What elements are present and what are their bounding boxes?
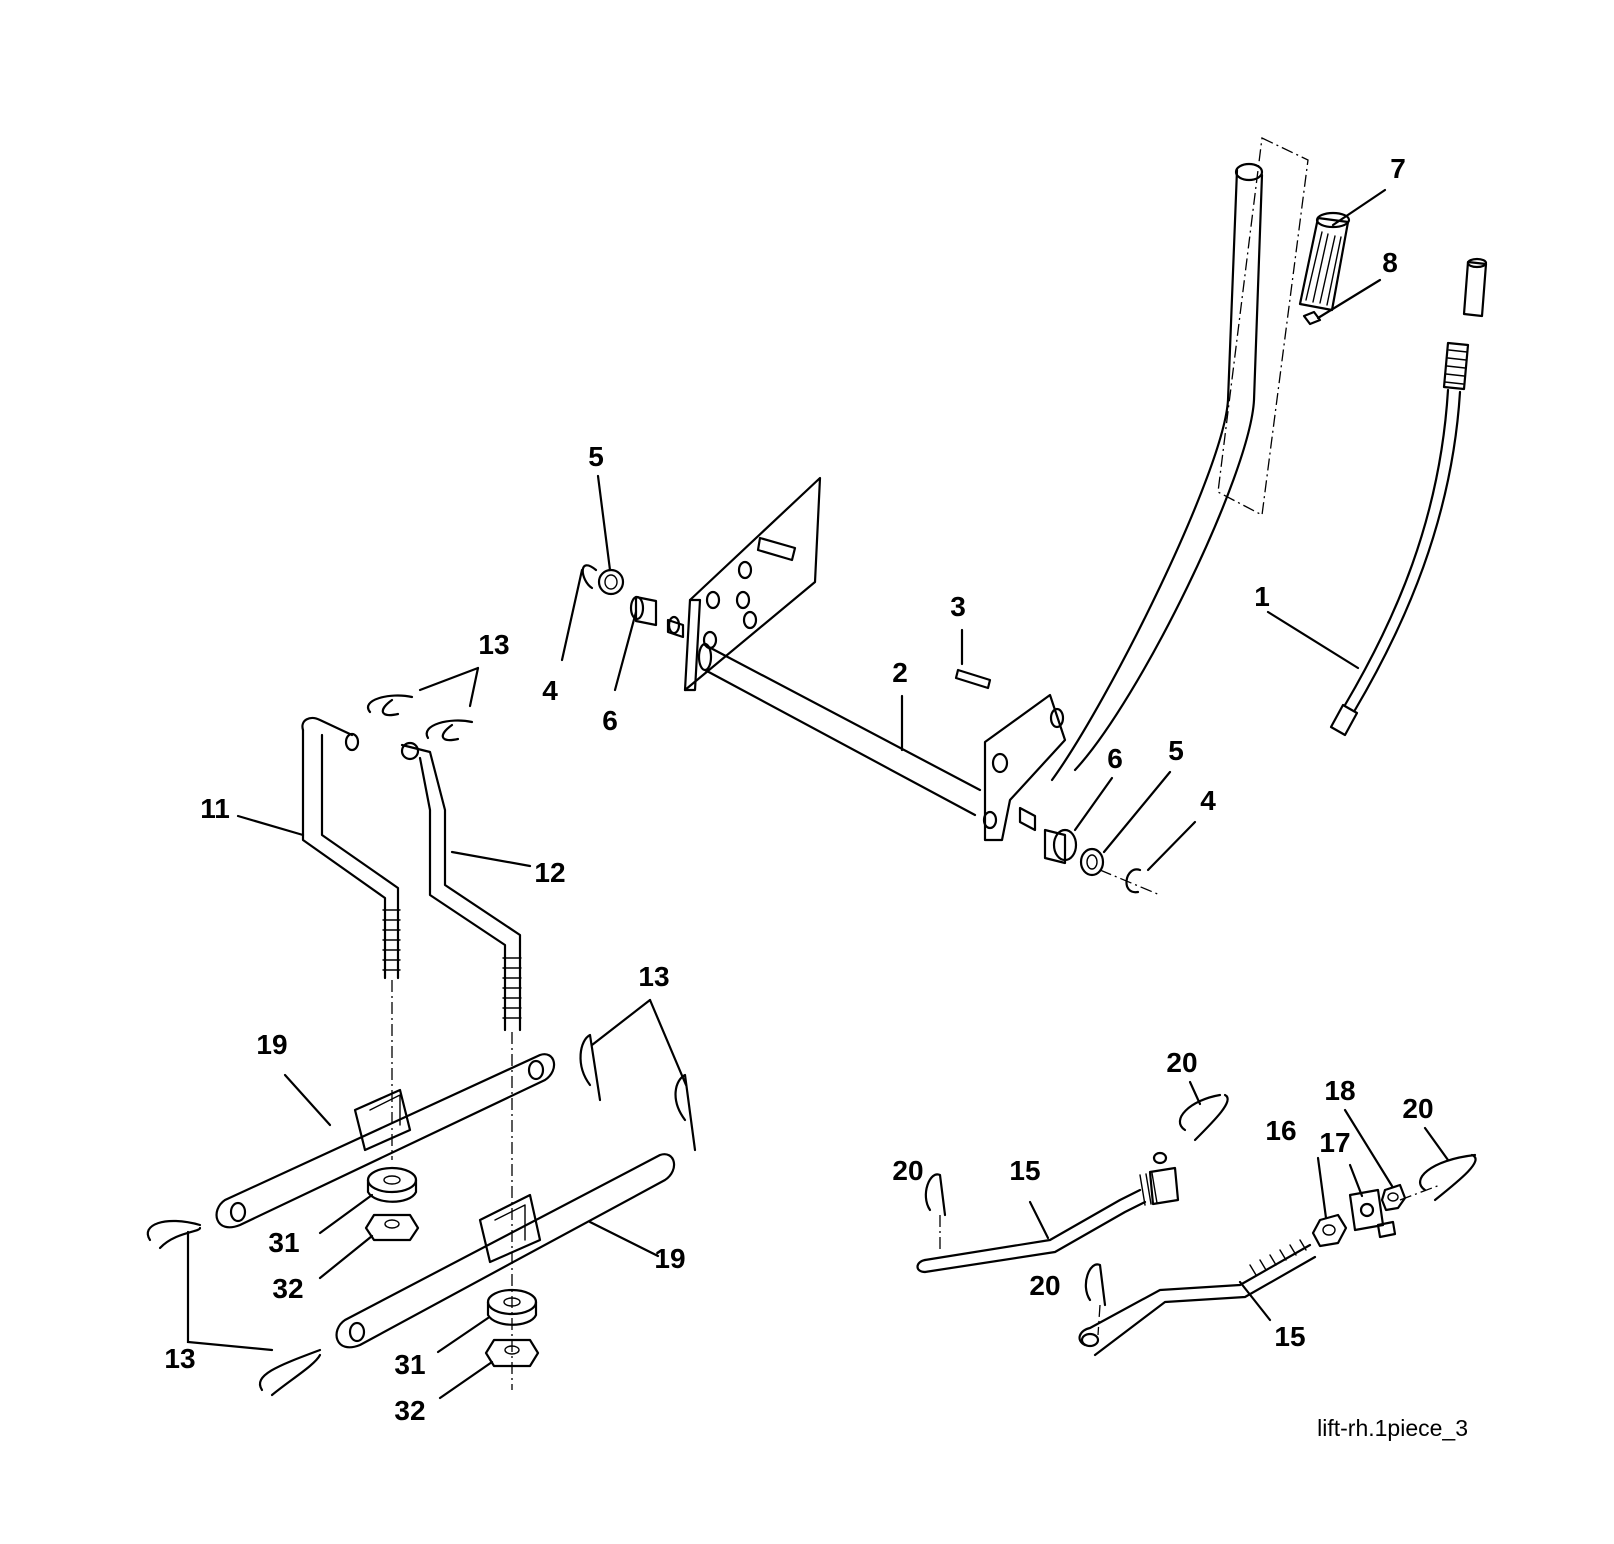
- hair-pin-clips: [146, 694, 697, 1397]
- callout-labels: 7 8 1 5 3 2 4 6 13 11 12 6 5 4 13 19 20 …: [164, 153, 1433, 1426]
- lift-link-12: [400, 741, 522, 1390]
- adjust-rod-lower: [1078, 1239, 1317, 1357]
- callout-19-upper: 19: [256, 1029, 287, 1060]
- bushing-and-nut-upper: [364, 1166, 420, 1242]
- left-shaft-hardware: [581, 564, 658, 627]
- callout-32-lower: 32: [394, 1395, 425, 1426]
- callout-6-right: 6: [1107, 743, 1123, 774]
- callout-18: 18: [1324, 1075, 1355, 1106]
- callout-17: 17: [1319, 1127, 1350, 1158]
- callout-20-left: 20: [892, 1155, 923, 1186]
- callout-16: 16: [1265, 1115, 1296, 1146]
- rod-hair-pins: [924, 1093, 1477, 1336]
- callout-11: 11: [200, 793, 230, 824]
- callout-8: 8: [1382, 247, 1398, 278]
- lift-arm-upper: [215, 1053, 556, 1229]
- callout-13-middle: 13: [638, 961, 669, 992]
- callout-1: 1: [1254, 581, 1270, 612]
- callout-5-left: 5: [588, 441, 604, 472]
- right-shaft-hardware: [1043, 828, 1161, 896]
- roll-pin: [954, 668, 992, 690]
- callout-31-upper: 31: [268, 1227, 299, 1258]
- lift-link-11: [301, 716, 401, 1160]
- trunnion-hardware: [1311, 1183, 1407, 1248]
- callout-20-top: 20: [1166, 1047, 1197, 1078]
- callout-20-right: 20: [1402, 1093, 1433, 1124]
- callout-6-left: 6: [602, 705, 618, 736]
- lift-arm-lower: [335, 1153, 676, 1349]
- pivot-bracket: [683, 476, 822, 692]
- callout-4-left: 4: [542, 675, 558, 706]
- lift-cable: [1329, 257, 1488, 737]
- callout-15-upper: 15: [1009, 1155, 1040, 1186]
- callout-3: 3: [950, 591, 966, 622]
- adjust-rod-upper: [916, 1151, 1180, 1274]
- callout-12: 12: [534, 857, 565, 888]
- lift-handle: [982, 137, 1309, 842]
- callout-13-bottom: 13: [164, 1343, 195, 1374]
- callout-15-lower: 15: [1274, 1321, 1305, 1352]
- callout-32-upper: 32: [272, 1273, 303, 1304]
- bushing-and-nut-lower: [484, 1288, 540, 1368]
- callout-2: 2: [892, 657, 908, 688]
- callout-4-right: 4: [1200, 785, 1216, 816]
- cross-shaft: [666, 615, 1037, 832]
- callout-20-lower: 20: [1029, 1270, 1060, 1301]
- callout-19-lower: 19: [654, 1243, 685, 1274]
- callout-5-right: 5: [1168, 735, 1184, 766]
- drawing-caption: lift-rh.1piece_3: [1317, 1415, 1468, 1441]
- handle-grip: [1298, 211, 1351, 326]
- leader-lines: [186, 188, 1450, 1400]
- callout-31-lower: 31: [394, 1349, 425, 1380]
- callout-13-top: 13: [478, 629, 509, 660]
- callout-7: 7: [1390, 153, 1406, 184]
